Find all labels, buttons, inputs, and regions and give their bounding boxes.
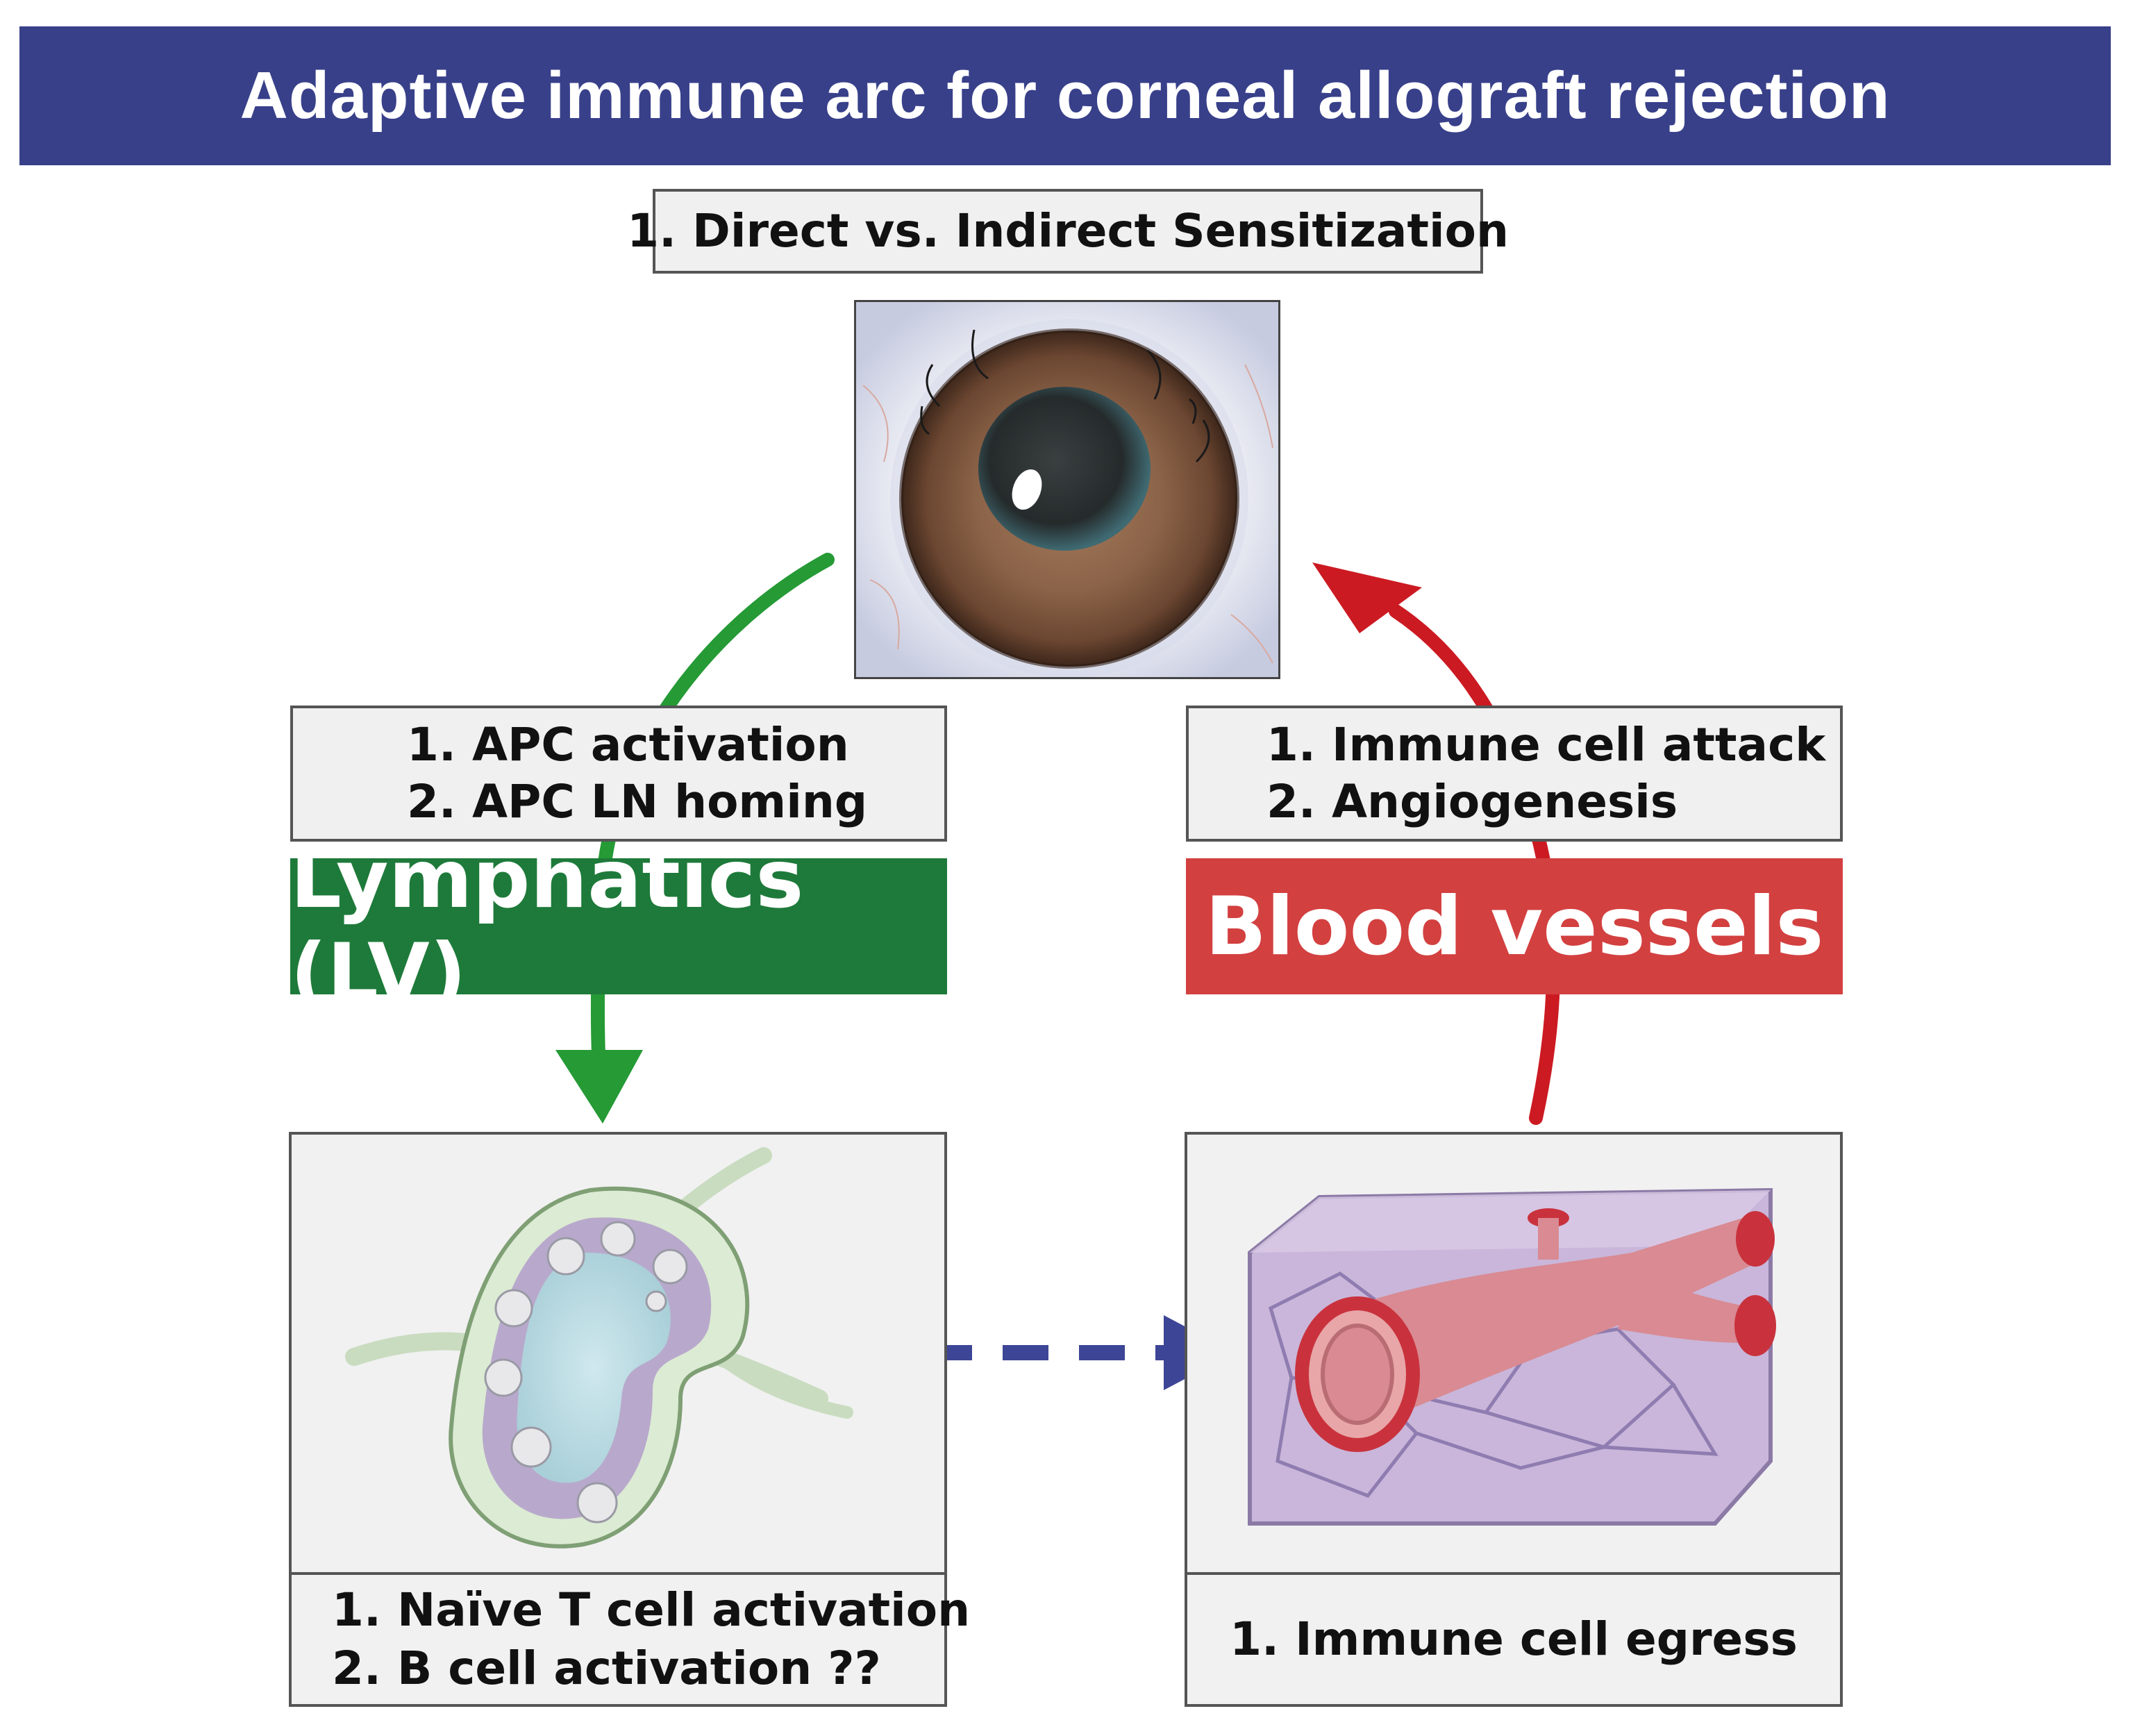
apc-steps-box: 1. APC activation 2. APC LN homing [290,706,947,842]
lymphatics-label: Lymphatics (LV) [290,833,804,1020]
ln-step-2: 2. B cell activation ?? [332,1642,881,1695]
lymph-node-panel: 1. Naïve T cell activation 2. B cell act… [289,1132,971,1707]
apc-step-2: 2. APC LN homing [407,775,868,828]
attack-step-2: 2. Angiogenesis [1266,775,1678,828]
ln-step-1: 1. Naïve T cell activation [332,1583,971,1637]
blood-vessel-divider [1187,1572,1840,1575]
lymph-node-illustration [345,1147,853,1549]
title-banner: Adaptive immune arc for corneal allograf… [19,26,2111,165]
eye-illustration [856,302,1278,677]
corneal-graft-eye-image [854,300,1280,679]
lymph-arrowhead [555,1050,643,1124]
blood-vessel-panel: 1. Immune cell egress [1185,1132,1843,1707]
blood-vessel-steps: 1. Immune cell egress [1187,1575,1840,1704]
bv-step-1: 1. Immune cell egress [1230,1612,1798,1666]
sensitization-label: 1. Direct vs. Indirect Sensitization [627,189,1509,274]
lymph-node-steps: 1. Naïve T cell activation 2. B cell act… [292,1575,971,1704]
lymph-node-divider [292,1572,944,1575]
blood-vessels-banner: Blood vessels [1186,858,1843,994]
lymphatics-banner: Lymphatics (LV) [290,833,947,1020]
blood-arrowhead [1312,562,1422,633]
diagram-title: Adaptive immune arc for corneal allograf… [240,58,1891,133]
sensitization-text: 1. Direct vs. Indirect Sensitization [627,203,1509,258]
immune-attack-steps-box: 1. Immune cell attack 2. Angiogenesis [1186,706,1843,842]
apc-step-1: 1. APC activation [407,717,849,771]
attack-step-1: 1. Immune cell attack [1266,717,1826,771]
blood-vessel-illustration [1248,1187,1776,1526]
blood-vessels-label: Blood vessels [1205,879,1824,974]
